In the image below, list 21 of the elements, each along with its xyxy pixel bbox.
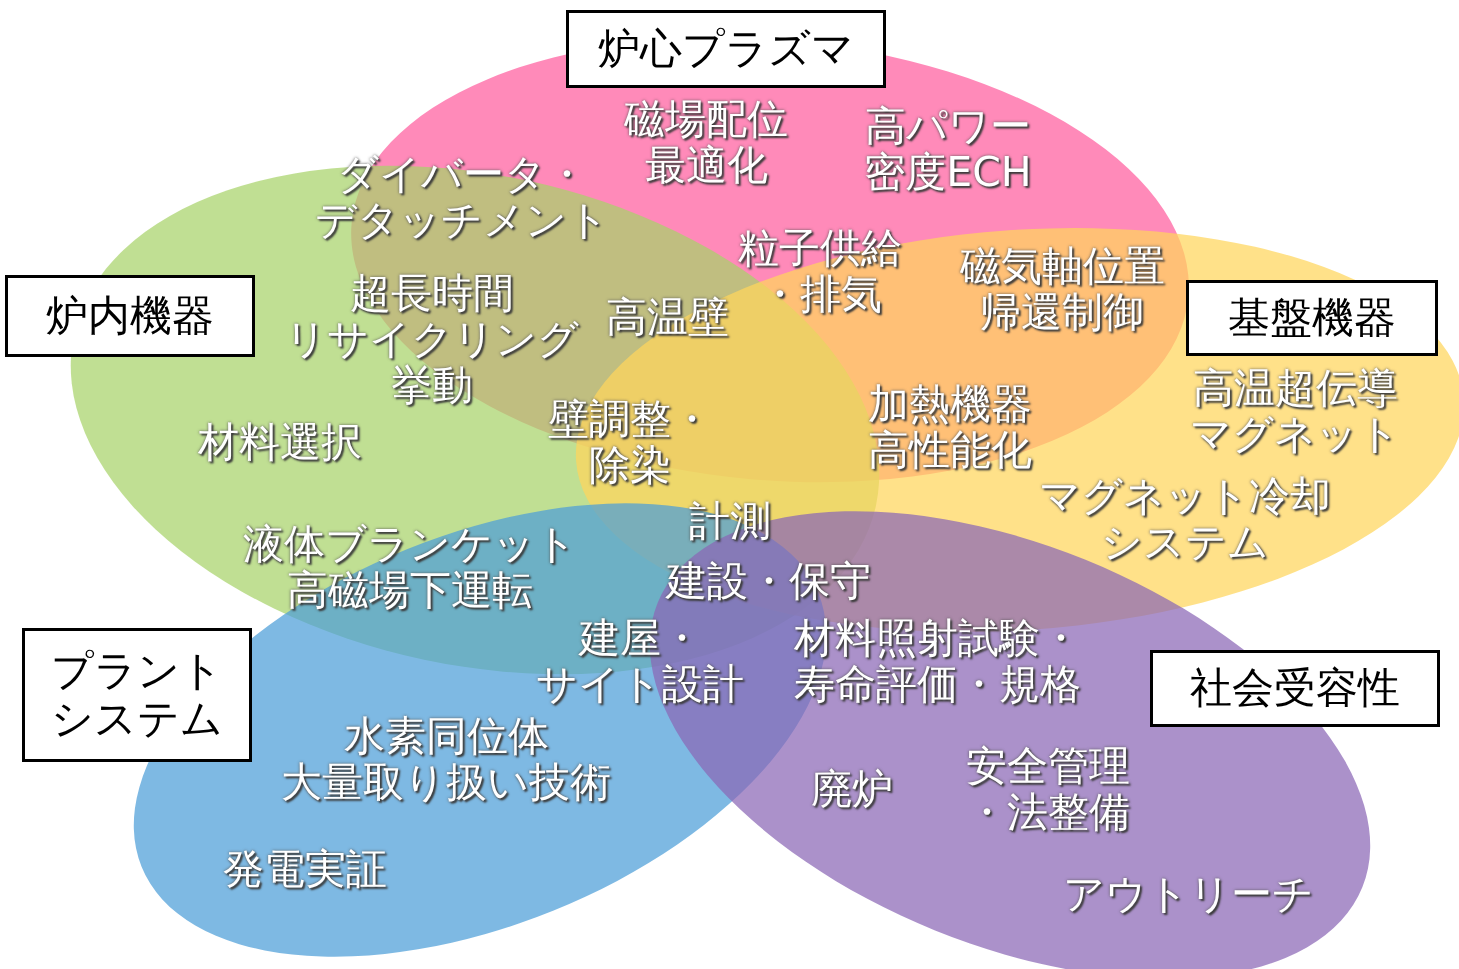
- venn-label: 安全管理・法整備: [966, 744, 1130, 836]
- category-label-box: プラントシステム: [22, 628, 252, 762]
- venn-label: 高温超伝導マグネット: [1190, 366, 1400, 458]
- venn-label: 建設・保守: [665, 559, 871, 605]
- venn-label: 高温壁: [605, 295, 729, 341]
- venn-label: 磁気軸位置帰還制御: [959, 244, 1165, 336]
- category-label-box: 炉心プラズマ: [566, 10, 886, 88]
- venn-label: マグネット冷却システム: [1039, 474, 1331, 566]
- venn-label: 高パワー密度ECH: [864, 104, 1032, 196]
- venn-label: 材料照射試験・寿命評価・規格: [793, 616, 1081, 708]
- category-label-box: 基盤機器: [1186, 280, 1438, 356]
- category-label-box: 炉内機器: [5, 275, 255, 357]
- venn-label: 建屋・サイト設計: [536, 616, 744, 708]
- category-label-box: 社会受容性: [1150, 650, 1440, 727]
- venn-label: 発電実証: [223, 847, 387, 893]
- venn-label: 水素同位体大量取り扱い技術: [281, 714, 611, 806]
- venn-label: 加熱機器高性能化: [868, 382, 1032, 474]
- venn-label: アウトリーチ: [1062, 872, 1314, 918]
- venn-label: 廃炉: [811, 767, 893, 813]
- venn-label: 磁場配位最適化: [624, 97, 788, 189]
- venn-label: 材料選択: [198, 420, 362, 466]
